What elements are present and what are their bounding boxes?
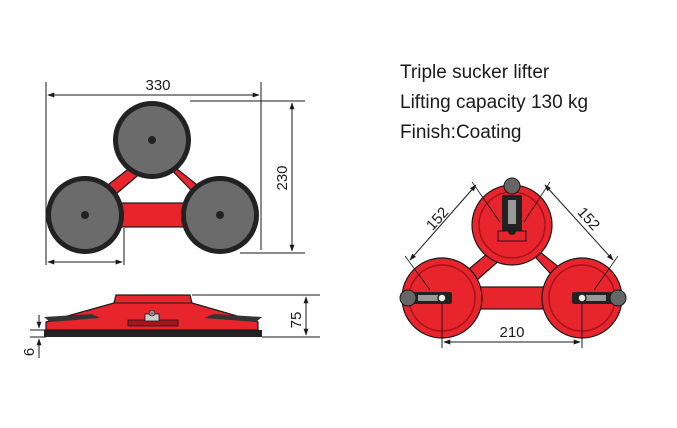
right-pad-upper [471, 177, 553, 266]
label-pad-spacing-left: 152 [423, 204, 452, 234]
spec-title: Triple sucker lifter [400, 62, 550, 83]
label-pad-spacing-right: 152 [574, 204, 603, 234]
right-view: 152 152 210 [399, 177, 627, 348]
dimension-top-height: 230 [190, 100, 305, 254]
label-pad-spacing-bottom: 210 [499, 324, 524, 341]
side-lever-left [44, 314, 100, 322]
right-pad-right [541, 257, 627, 339]
dimension-side-height: 75 [192, 294, 320, 338]
spec-finish: Finish:Coating [400, 122, 522, 143]
dimension-side-thickness: 6 [21, 315, 46, 358]
label-top-height: 230 [274, 165, 291, 190]
label-top-width: 330 [145, 77, 170, 94]
spec-capacity: Lifting capacity 130 kg [400, 92, 589, 113]
label-side-height: 75 [288, 312, 305, 329]
top-pad-right [181, 176, 259, 254]
dimension-top-width: 330 [45, 77, 262, 265]
side-base-plate [44, 330, 262, 337]
spec-block: Triple sucker lifter Lifting capacity 13… [400, 58, 588, 148]
top-view: 330 230 [45, 77, 305, 265]
right-pad-left [399, 257, 483, 339]
side-lever-right [204, 314, 262, 322]
top-pad-left [46, 176, 124, 254]
side-view: 75 6 [21, 294, 320, 358]
top-pad-upper [113, 101, 191, 179]
dimension-pad-spacing-bottom: 210 [441, 302, 583, 348]
label-side-thickness: 6 [21, 348, 38, 356]
